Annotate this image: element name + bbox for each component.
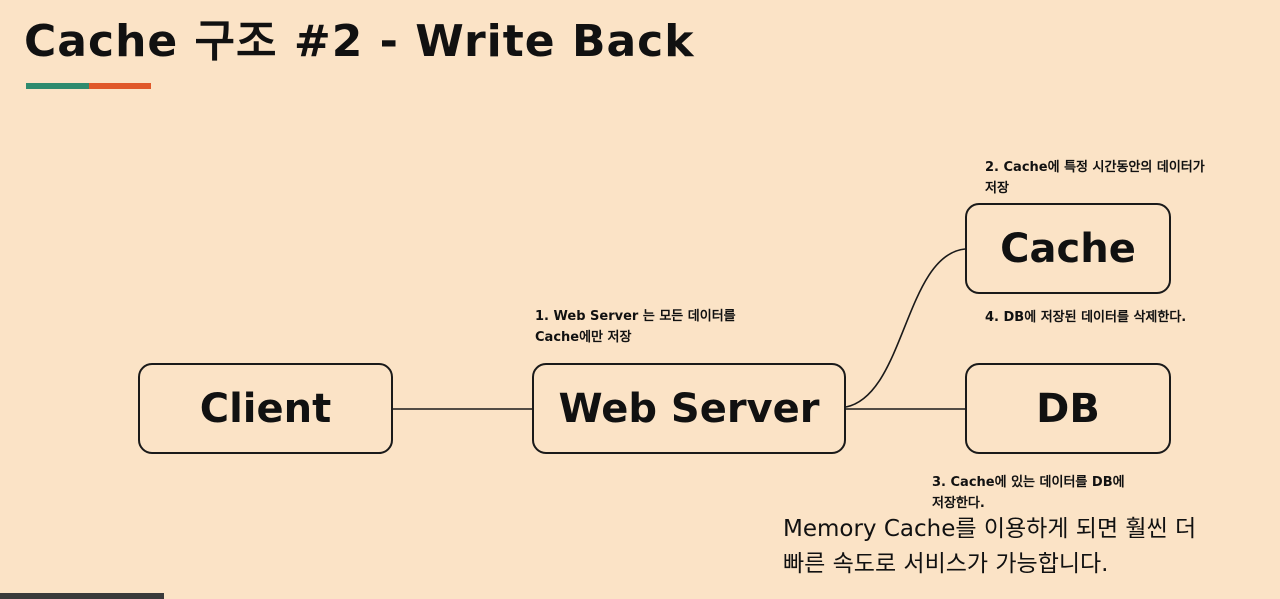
step-3-note: 3. Cache에 있는 데이터를 DB에 저장한다. <box>932 472 1125 514</box>
step-1-line-2: Cache에만 저장 <box>535 330 632 345</box>
title-underline <box>26 83 151 89</box>
step-1-line-1: 1. Web Server 는 모든 데이터를 <box>535 309 736 324</box>
step-4-line-1: 4. DB에 저장된 데이터를 삭제한다. <box>985 310 1187 325</box>
db-node: DB <box>965 363 1171 454</box>
caption-line-1: Memory Cache를 이용하게 되면 훨씬 더 <box>783 516 1197 542</box>
underline-orange-segment <box>88 83 151 89</box>
cache-node: Cache <box>965 203 1171 294</box>
step-4-note: 4. DB에 저장된 데이터를 삭제한다. <box>985 307 1186 328</box>
step-1-note: 1. Web Server 는 모든 데이터를 Cache에만 저장 <box>535 306 736 348</box>
web-server-node: Web Server <box>532 363 846 454</box>
edge-webserver-cache <box>845 248 966 408</box>
subtitle-caption: Memory Cache를 이용하게 되면 훨씬 더 빠른 속도로 서비스가 가… <box>783 512 1196 582</box>
underline-green-segment <box>26 83 89 89</box>
page-title: Cache 구조 #2 - Write Back <box>24 16 695 67</box>
caption-line-2: 빠른 속도로 서비스가 가능합니다. <box>783 551 1109 577</box>
step-3-line-2: 저장한다. <box>932 496 985 511</box>
client-node: Client <box>138 363 393 454</box>
step-3-line-1: 3. Cache에 있는 데이터를 DB에 <box>932 475 1125 490</box>
step-2-line-2: 저장 <box>985 181 1009 196</box>
video-progress-strip <box>0 593 164 599</box>
step-2-line-1: 2. Cache에 특정 시간동안의 데이터가 <box>985 160 1205 175</box>
step-2-note: 2. Cache에 특정 시간동안의 데이터가 저장 <box>985 157 1205 199</box>
